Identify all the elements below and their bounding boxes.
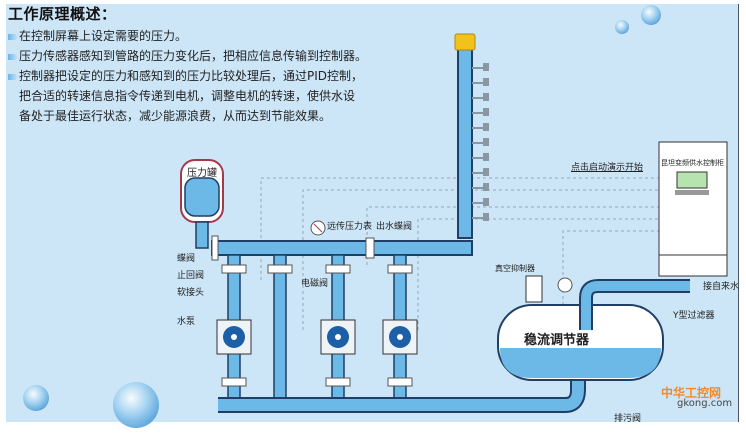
faucet-icon xyxy=(472,93,489,101)
label-solenoid-valve: 电磁阀 xyxy=(301,279,329,289)
control-cabinet xyxy=(658,141,728,277)
faucets xyxy=(472,63,489,221)
faucet-icon xyxy=(472,213,489,221)
label-cabinet-title: 昆坦变频供水控制柜 xyxy=(661,159,724,167)
label-stabilizer: 稳流调节器 xyxy=(524,333,590,348)
bullet-icon xyxy=(8,33,17,40)
demo-start-link[interactable]: 点击启动演示开始 xyxy=(571,163,644,173)
riser-cap xyxy=(454,33,476,51)
faucet-icon xyxy=(472,153,489,161)
label-soft-joint: 软接头 xyxy=(177,288,205,298)
label-vacuum-suppressor: 真空抑制器 xyxy=(495,264,535,273)
faucet-icon xyxy=(472,78,489,86)
vacuum-suppressor xyxy=(525,275,543,303)
label-pump: 水泵 xyxy=(177,317,196,327)
principle-item: 压力传感器感知到管路的压力变化后，把相应信息传输到控制器。 xyxy=(8,47,367,64)
label-remote-gauge: 远传压力表 xyxy=(327,222,373,232)
principle-continuation: 备处于最佳运行状态，减少能源浪费，从而达到节能效果。 xyxy=(19,109,332,123)
label-check-valve: 止回阀 xyxy=(177,271,205,281)
main-header-pipe xyxy=(211,240,473,256)
label-y-filter: Y型过滤器 xyxy=(673,311,715,321)
pump xyxy=(320,319,356,355)
bullet-icon xyxy=(8,53,17,60)
pump xyxy=(382,319,418,355)
bubble xyxy=(615,20,629,34)
watermark-cn: 中华工控网 xyxy=(661,386,722,400)
principle-item: 控制器把设定的压力和感知到的压力比较处理后，通过PID控制， xyxy=(8,67,363,84)
label-inlet: 接自来水 xyxy=(703,282,740,292)
tank-gauge xyxy=(557,277,573,293)
label-butterfly-valve: 蝶阀 xyxy=(177,254,196,264)
label-outlet-valve: 出水蝶阀 xyxy=(376,222,413,232)
faucet-icon xyxy=(472,138,489,146)
label-drain-valve: 排污阀 xyxy=(614,414,642,424)
label-pressure-tank: 压力罐 xyxy=(187,168,217,179)
faucet-icon xyxy=(472,123,489,131)
heading: 工作原理概述： xyxy=(8,5,117,23)
faucet-icon xyxy=(472,198,489,206)
tank-pipe xyxy=(195,221,209,249)
faucet-icon xyxy=(472,63,489,71)
faucet-icon xyxy=(472,183,489,191)
bubble xyxy=(641,5,661,25)
bubble xyxy=(113,382,159,428)
pump-units xyxy=(216,319,418,355)
principle-item: 在控制屏幕上设定需要的压力。 xyxy=(8,27,187,44)
cabinet-display xyxy=(676,171,708,189)
pressure-tank-body xyxy=(184,177,220,217)
pump xyxy=(216,319,252,355)
principle-continuation: 把合适的转速信息指令传递到电机，调整电机的转速，使供水设 xyxy=(19,89,356,103)
bullet-icon xyxy=(8,73,17,80)
faucet-icon xyxy=(472,168,489,176)
watermark-url: gkong.com xyxy=(677,398,733,409)
valves xyxy=(211,235,413,387)
faucet-icon xyxy=(472,108,489,116)
riser-pipe xyxy=(457,47,473,239)
bubble xyxy=(23,385,49,411)
